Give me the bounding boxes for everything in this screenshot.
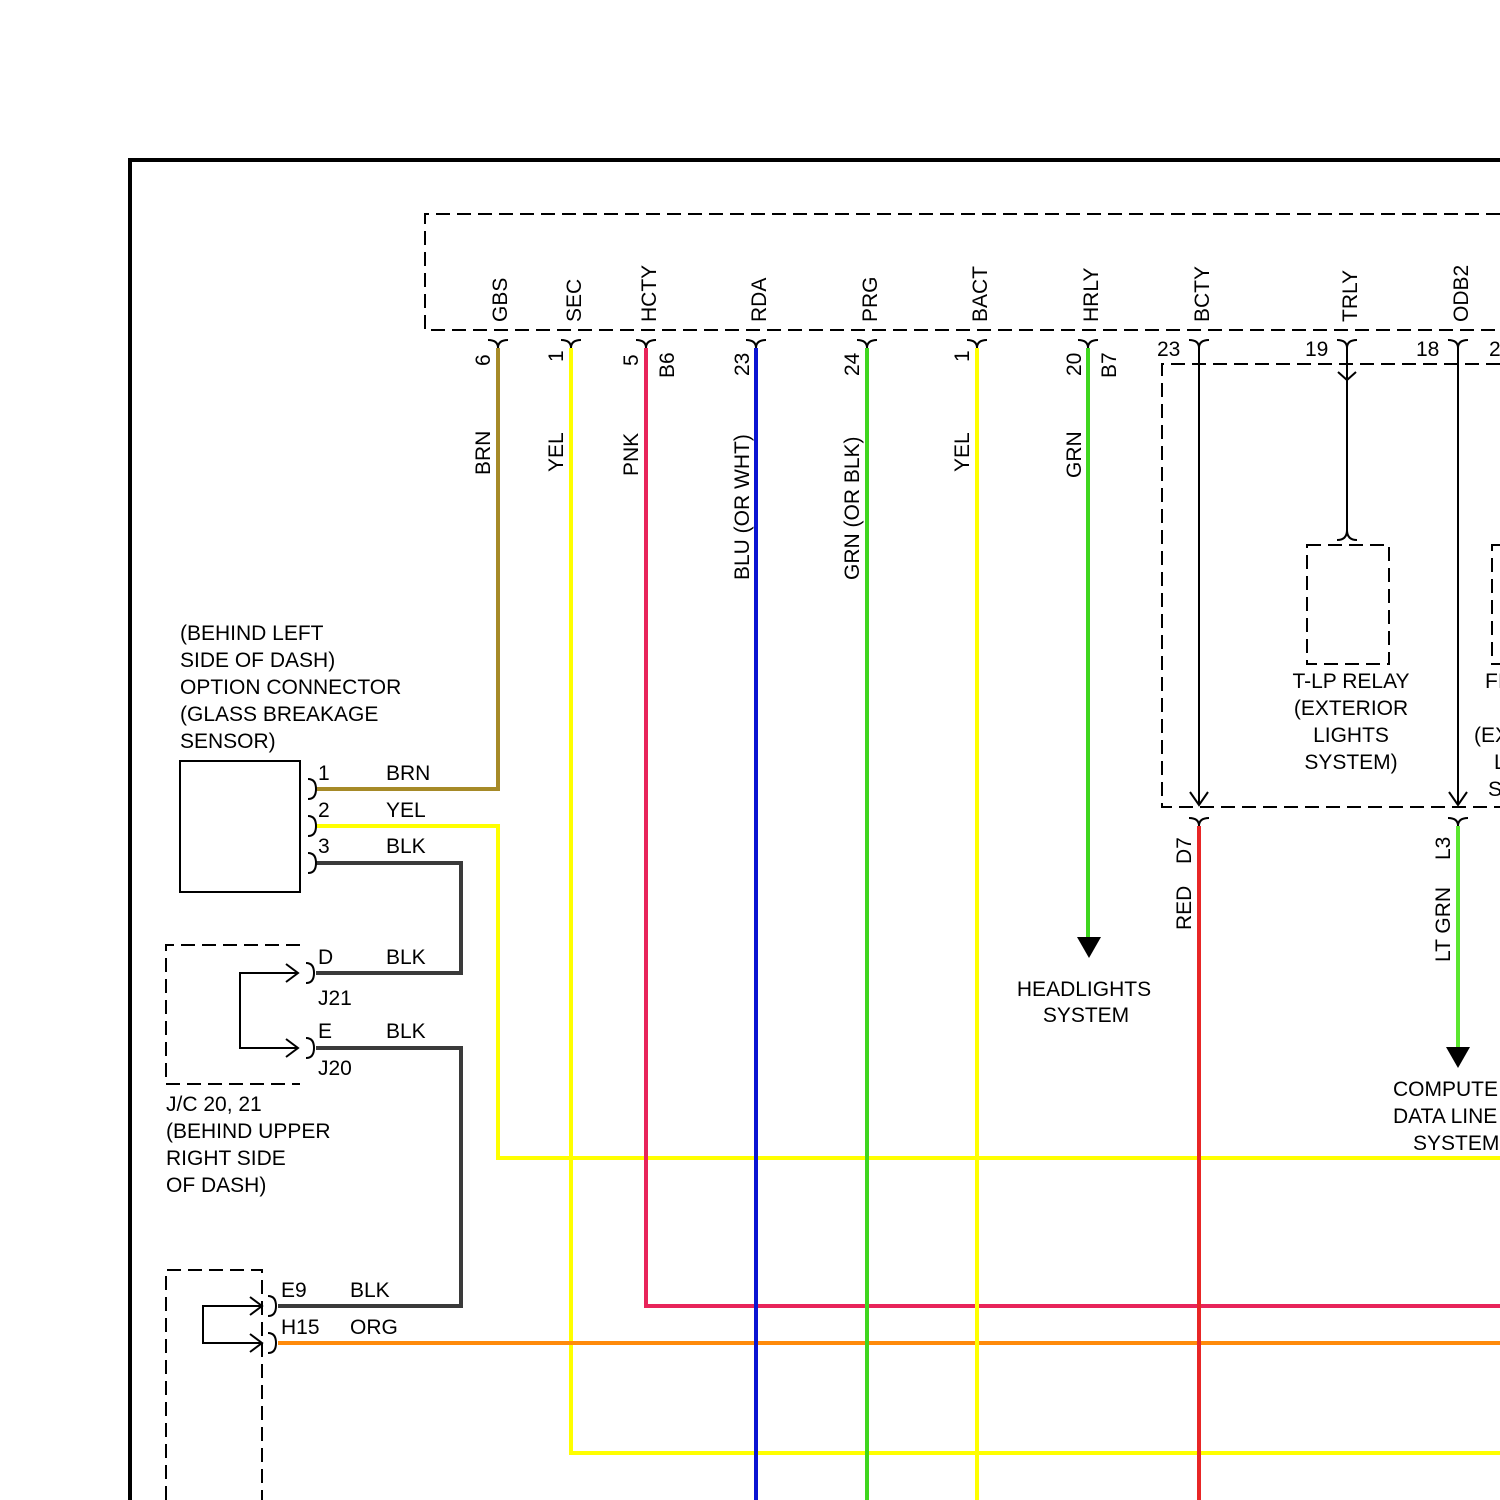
headlights-label-line1: HEADLIGHTS — [1017, 978, 1151, 1001]
cut-label-line5: S — [1488, 778, 1500, 801]
junction-label-4: OF DASH) — [166, 1174, 266, 1197]
bottom-pin-h15: H15 — [281, 1316, 320, 1339]
junction-pin-e: E — [318, 1020, 332, 1043]
option-connector-label-3: OPTION CONNECTOR — [180, 676, 401, 699]
bottom-connector-box — [166, 1270, 262, 1500]
pin-number-trly: 19 — [1305, 338, 1328, 361]
wire-label-grn-hrly: GRN — [1063, 431, 1086, 478]
option-pin-2-color: YEL — [386, 799, 426, 822]
wire-label-yel-sec: YEL — [545, 432, 568, 472]
wire-label-grn-prg: GRN (OR BLK) — [841, 436, 864, 580]
pin-label-bcty: BCTY — [1191, 266, 1214, 322]
option-pin-3: 3 — [318, 835, 330, 858]
wire-label-pnk: PNK — [620, 433, 643, 476]
pin-number-gbs: 6 — [472, 354, 495, 366]
data-line-label-line2: DATA LINE — [1393, 1105, 1497, 1128]
pin-label-hcty: HCTY — [638, 265, 661, 322]
data-line-label-line1: COMPUTE — [1393, 1078, 1498, 1101]
option-connector-label-5: SENSOR) — [180, 730, 276, 753]
cut-label-line4: L — [1494, 751, 1500, 774]
junction-pin-d: D — [318, 946, 333, 969]
option-connector-box — [180, 761, 300, 892]
junction-connector-box — [166, 945, 300, 1084]
pin-label-rda: RDA — [748, 278, 771, 322]
trly-terminal-bottom — [1337, 530, 1357, 540]
connector-id-l3: L3 — [1432, 837, 1455, 860]
pin-label-odb2: ODB2 — [1450, 265, 1473, 322]
t-lp-relay-box — [1307, 545, 1389, 664]
diagram-frame — [130, 160, 1500, 1500]
junction-pin-d-color: BLK — [386, 946, 426, 969]
pin-number-hcty: 5 — [620, 354, 643, 366]
option-connector-terminals — [308, 779, 316, 873]
relay-label-line2: (EXTERIOR — [1294, 697, 1408, 720]
connector-id-d7: D7 — [1173, 837, 1196, 864]
junction-label-1: J/C 20, 21 — [166, 1093, 262, 1116]
cut-label-line3: (EX — [1474, 724, 1500, 747]
pin-number-sec: 1 — [545, 350, 568, 362]
pin-label-trly: TRLY — [1339, 270, 1362, 322]
bcty-lower-terminal — [1189, 818, 1209, 826]
odb2-lower-terminal — [1448, 818, 1468, 826]
junction-label-2: (BEHIND UPPER — [166, 1120, 331, 1143]
bottom-pin-e9: E9 — [281, 1279, 307, 1302]
wire-sec-yel — [571, 348, 1500, 1453]
cut-label-line1: FI — [1485, 670, 1500, 693]
wire-label-blu: BLU (OR WHT) — [731, 434, 754, 580]
pin-number-prg: 24 — [841, 352, 864, 376]
relay-label-line3: LIGHTS — [1313, 724, 1389, 747]
junction-pin-e-conn: J20 — [318, 1057, 352, 1080]
junction-label-3: RIGHT SIDE — [166, 1147, 286, 1170]
pin-number-rda: 23 — [731, 353, 754, 376]
junction-pin-d-conn: J21 — [318, 987, 352, 1010]
option-connector-label-1: (BEHIND LEFT — [180, 622, 324, 645]
junction-terminals — [306, 963, 314, 1058]
headlights-arrow — [1077, 937, 1101, 958]
pin-number-odb2: 18 — [1416, 338, 1439, 361]
junction-internal-link — [240, 973, 298, 1048]
pin-label-prg: PRG — [859, 276, 882, 322]
pin-number-bact: 1 — [951, 350, 974, 362]
wire-sensor-yel — [316, 826, 1500, 1158]
pin-label-hrly: HRLY — [1080, 268, 1103, 322]
connector-id-b7: B7 — [1098, 352, 1121, 378]
data-line-arrow — [1446, 1047, 1470, 1068]
bottom-pin-e9-color: BLK — [350, 1279, 390, 1302]
pin-label-sec: SEC — [563, 279, 586, 322]
connector-id-b6: B6 — [656, 352, 679, 378]
pin-number-hrly: 20 — [1063, 353, 1086, 376]
cut-component-box — [1492, 545, 1500, 664]
option-pin-1: 1 — [318, 762, 330, 785]
wire-hcty-pnk — [646, 348, 1500, 1306]
option-pin-3-color: BLK — [386, 835, 426, 858]
pin-label-gbs: GBS — [489, 278, 512, 322]
option-pin-1-color: BRN — [386, 762, 430, 785]
bottom-pin-h15-color: ORG — [350, 1316, 398, 1339]
headlights-label-line2: SYSTEM — [1043, 1004, 1129, 1027]
relay-label-line4: SYSTEM) — [1304, 751, 1397, 774]
pin-number-cut: 2 — [1489, 338, 1500, 361]
relay-label-line1: T-LP RELAY — [1292, 670, 1409, 693]
pin-label-bact: BACT — [969, 266, 992, 322]
junction-pin-e-color: BLK — [386, 1020, 426, 1043]
wire-ground-blk — [278, 1048, 461, 1306]
data-line-label-line3: SYSTEM — [1413, 1132, 1499, 1155]
wire-label-ltgrn: LT GRN — [1432, 887, 1455, 962]
bottom-terminals — [268, 1296, 276, 1353]
option-connector-label-2: SIDE OF DASH) — [180, 649, 335, 672]
wire-label-red: RED — [1173, 886, 1196, 930]
pin-number-bcty: 23 — [1157, 338, 1180, 361]
option-connector-label-4: (GLASS BREAKAGE — [180, 703, 378, 726]
wire-label-yel-bact: YEL — [951, 432, 974, 472]
option-pin-2: 2 — [318, 799, 330, 822]
wire-label-brn: BRN — [472, 431, 495, 475]
